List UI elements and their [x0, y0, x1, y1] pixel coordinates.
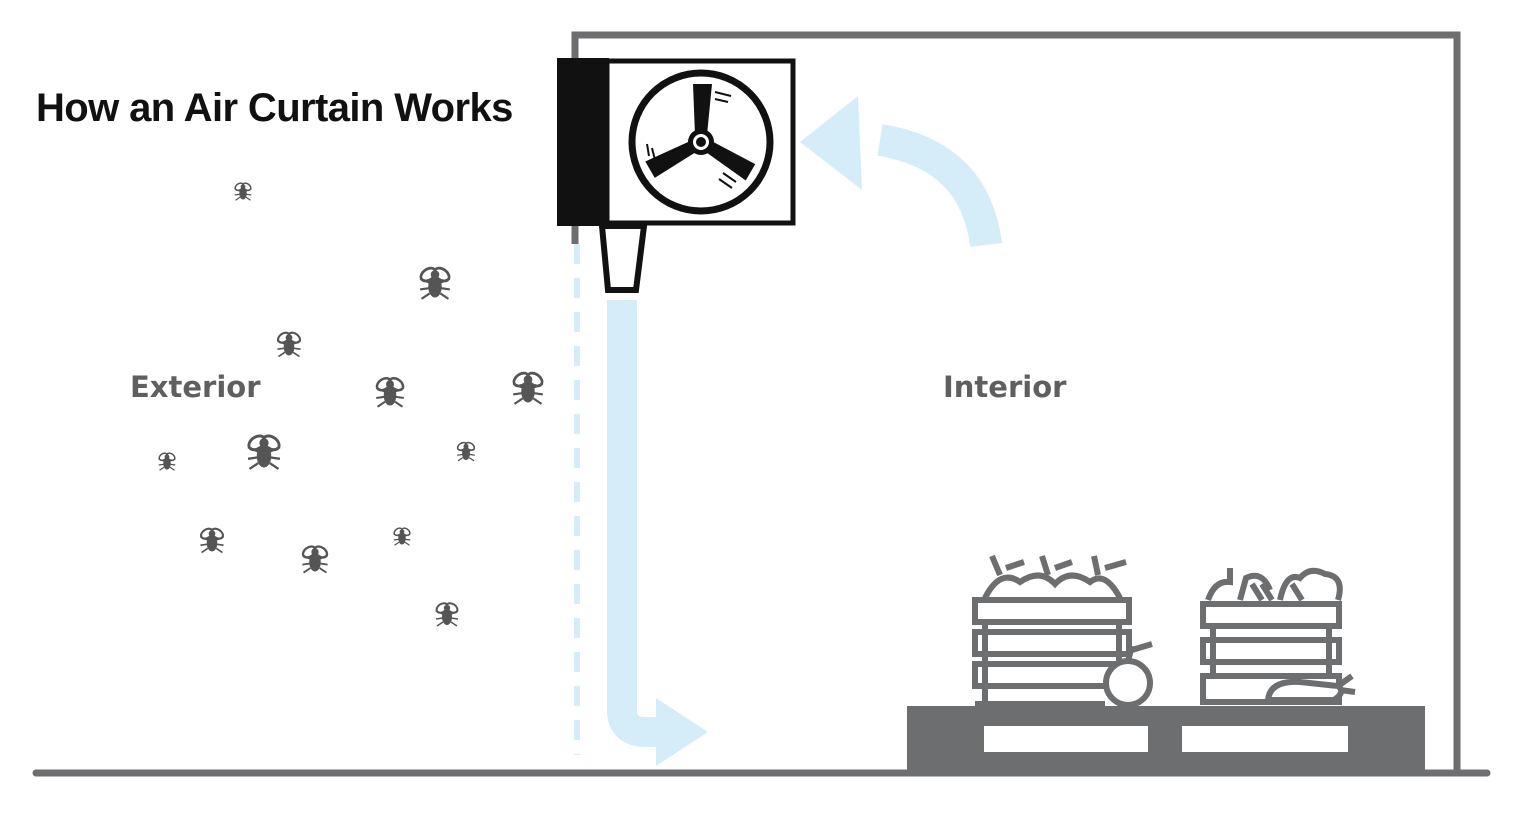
fly-icon — [455, 440, 477, 462]
fly-icon — [275, 329, 303, 358]
fly-icon — [233, 180, 253, 201]
airflow-return-arrow — [800, 96, 1002, 248]
fly-icon — [198, 525, 226, 554]
fruit-crate-icon — [972, 554, 1153, 708]
page-title: How an Air Curtain Works — [36, 86, 513, 130]
fly-icon — [244, 431, 284, 471]
fly-icon — [433, 600, 461, 627]
vegetable-crate-icon — [1200, 567, 1356, 705]
pallet-icon — [907, 706, 1425, 772]
fly-icon — [510, 369, 546, 406]
fly-icon — [392, 525, 412, 546]
fly-icon — [417, 264, 453, 301]
fly-icon — [299, 543, 331, 574]
air-curtain-fan-icon — [557, 58, 796, 293]
airflow-down-arrow — [607, 300, 708, 766]
exterior-label: Exterior — [130, 370, 261, 404]
interior-label: Interior — [943, 370, 1067, 404]
fly-icon — [157, 450, 177, 471]
fly-icon — [373, 374, 407, 408]
